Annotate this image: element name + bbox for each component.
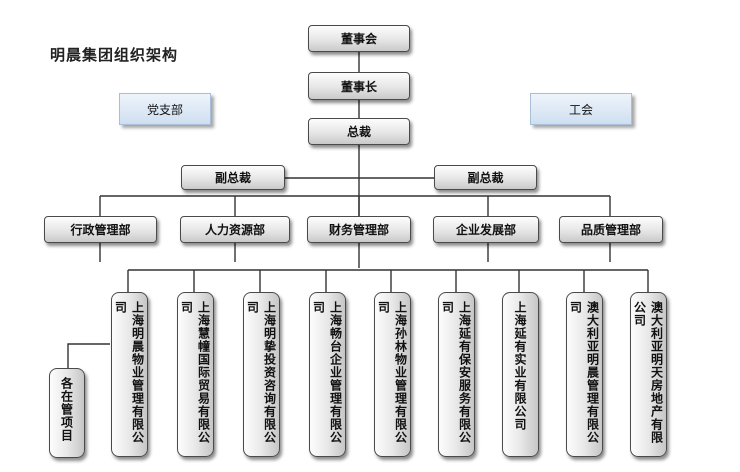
company-label: 上海明挚投资咨询有限公司 <box>245 301 277 444</box>
projects-box[interactable]: 各在管项目 <box>49 368 85 458</box>
labor-union-box[interactable]: 工会 <box>530 93 632 125</box>
company-box[interactable]: 上海延有实业有限公司 <box>502 292 539 457</box>
company-box[interactable]: 澳大利亚明晨管理有限公司 <box>566 292 603 457</box>
chairman-box[interactable]: 董事长 <box>308 72 410 100</box>
company-label: 上海畅台企业管理有限公司 <box>311 301 343 444</box>
vice-president-box-left[interactable]: 副总裁 <box>181 165 285 190</box>
board-box[interactable]: 董事会 <box>308 25 410 52</box>
party-branch-box[interactable]: 党支部 <box>119 93 211 125</box>
company-box[interactable]: 上海延有保安服务有限公司 <box>438 292 475 457</box>
company-label: 上海慧幢国际贸易有限公司 <box>179 301 211 444</box>
company-label: 上海延有实业有限公司 <box>513 301 527 431</box>
company-label: 上海孙林物业管理有限公司 <box>376 301 408 444</box>
company-box[interactable]: 上海慧幢国际贸易有限公司 <box>177 292 214 457</box>
company-label: 澳大利亚明晨管理有限公司 <box>568 301 600 444</box>
projects-label: 各在管项目 <box>59 377 74 442</box>
dept-admin-box[interactable]: 行政管理部 <box>44 216 157 243</box>
company-box[interactable]: 澳大利亚明天房地产有限公司 <box>630 292 667 457</box>
dept-quality-box[interactable]: 品质管理部 <box>559 216 663 243</box>
dept-finance-box[interactable]: 财务管理部 <box>307 216 411 243</box>
company-box[interactable]: 上海畅台企业管理有限公司 <box>309 292 346 457</box>
company-label: 上海明晨物业管理有限公司 <box>113 301 145 444</box>
company-label: 上海延有保安服务有限公司 <box>440 301 472 444</box>
president-box[interactable]: 总裁 <box>308 118 410 145</box>
dept-development-box[interactable]: 企业发展部 <box>433 216 539 243</box>
company-box[interactable]: 上海孙林物业管理有限公司 <box>374 292 411 457</box>
vice-president-box-right[interactable]: 副总裁 <box>434 165 537 190</box>
company-box[interactable]: 上海明晨物业管理有限公司 <box>111 292 148 457</box>
company-box[interactable]: 上海明挚投资咨询有限公司 <box>243 292 280 457</box>
chart-title: 明晨集团组织架构 <box>50 46 179 64</box>
dept-hr-box[interactable]: 人力资源部 <box>180 216 290 243</box>
company-label: 澳大利亚明天房地产有限公司 <box>632 301 664 444</box>
